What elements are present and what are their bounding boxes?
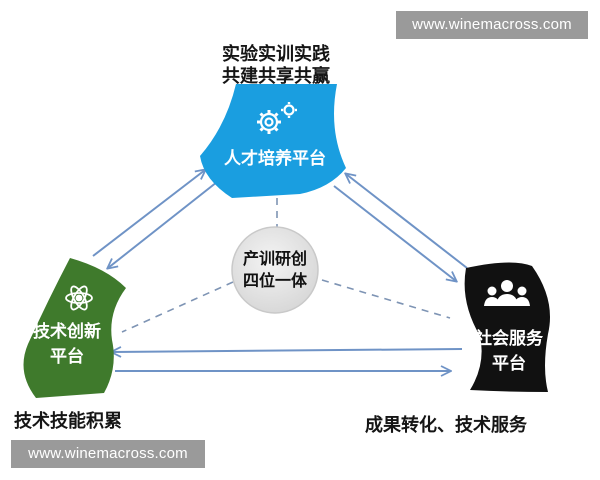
node-talent-training: 人才培养平台: [200, 84, 346, 198]
node-social-service-shape: [464, 262, 550, 392]
arrow-top-to-left: [108, 181, 218, 268]
caption-right: 成果转化、技术服务: [365, 415, 527, 436]
caption-left: 技术技能积累: [14, 411, 122, 432]
gear-icon: [257, 102, 297, 134]
arrow-top-to-right: [333, 185, 456, 281]
node-social-service-line1: 社会服务: [474, 328, 544, 349]
node-tech-innovation-line1: 技术创新: [33, 321, 101, 342]
arrow-right-to-left: [112, 349, 463, 352]
caption-top-line1: 实验实训实践: [222, 44, 330, 65]
node-social-service: 社会服务 平台: [464, 262, 550, 392]
center-circle: 产训研创 四位一体: [231, 226, 319, 314]
dash-to-left: [121, 281, 234, 333]
caption-top: 实验实训实践 共建共享共赢: [200, 44, 352, 88]
node-talent-training-shape: [200, 84, 346, 198]
arrows: [92, 170, 468, 371]
center-circle-shape: [231, 226, 319, 314]
atom-icon: [65, 285, 93, 311]
dashed-connectors: [121, 198, 451, 333]
caption-top-line2: 共建共享共赢: [222, 66, 330, 87]
arrow-right-to-top: [346, 174, 468, 269]
watermark-bottom: www.winemacross.com: [11, 440, 205, 468]
center-line1: 产训研创: [243, 249, 307, 268]
node-tech-innovation-shape: [23, 258, 126, 398]
watermark-top: www.winemacross.com: [396, 11, 588, 39]
node-talent-training-label: 人才培养平台: [224, 148, 326, 169]
node-social-service-line2: 平台: [492, 353, 526, 374]
node-tech-innovation-line2: 平台: [50, 346, 84, 367]
dash-to-right: [321, 279, 451, 319]
arrow-left-to-top: [92, 170, 205, 257]
people-icon: [484, 280, 530, 306]
center-line2: 四位一体: [243, 271, 308, 290]
node-tech-innovation: 技术创新 平台: [23, 258, 126, 398]
